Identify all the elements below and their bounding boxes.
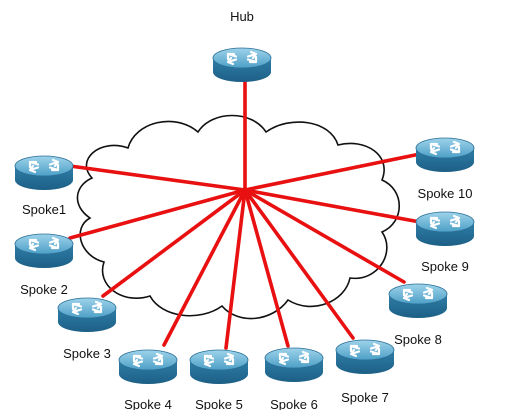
spoke-label: Spoke 4 (124, 397, 172, 410)
router-icon (263, 346, 325, 384)
spoke-label: Spoke1 (22, 202, 66, 217)
spoke-router-1[interactable]: Spoke1 (13, 154, 75, 217)
router-icon (211, 46, 273, 84)
spoke-label: Spoke 9 (421, 259, 469, 274)
spoke-router-2[interactable]: Spoke 2 (13, 232, 75, 297)
spoke-label: Spoke 7 (341, 390, 389, 405)
spoke-router-6[interactable]: Spoke 6 (263, 346, 325, 410)
spoke-router-10[interactable]: Spoke 10 (414, 136, 476, 201)
spoke-router-8[interactable]: Spoke 8 (387, 282, 449, 347)
spoke-link-8 (243, 188, 406, 284)
spoke-label: Spoke 10 (418, 186, 473, 201)
spoke-link-5 (224, 188, 247, 350)
router-icon (414, 210, 476, 248)
router-icon (334, 338, 396, 376)
router-icon (56, 296, 118, 334)
hub-label: Hub (230, 9, 254, 24)
spoke-label: Spoke 6 (270, 397, 318, 410)
spoke-router-5[interactable]: Spoke 5 (188, 348, 250, 410)
router-icon (188, 348, 250, 386)
spoke-link-3 (101, 188, 247, 298)
router-icon (13, 232, 75, 270)
spoke-router-7[interactable]: Spoke 7 (334, 338, 396, 405)
spoke-link-1 (68, 164, 247, 192)
wan-cloud (76, 114, 401, 320)
spoke-link-6 (243, 188, 290, 348)
spoke-router-3[interactable]: Spoke 3 (56, 296, 118, 361)
spoke-link-2 (68, 188, 247, 240)
spoke-router-4[interactable]: Spoke 4 (117, 348, 179, 410)
spoke-label: Spoke 3 (63, 346, 111, 361)
router-icon (117, 348, 179, 386)
spoke-link-10 (243, 152, 422, 192)
router-icon (414, 136, 476, 174)
spoke-label: Spoke 2 (20, 282, 68, 297)
spoke-label: Spoke 8 (394, 332, 442, 347)
spoke-link-9 (243, 188, 422, 224)
spoke-label: Spoke 5 (195, 397, 243, 410)
spoke-link-7 (243, 188, 355, 340)
spoke-router-9[interactable]: Spoke 9 (414, 210, 476, 274)
spoke-link-4 (162, 188, 247, 347)
router-icon (387, 282, 449, 320)
hub-router[interactable]: Hub (211, 9, 273, 84)
links-layer (68, 78, 422, 350)
router-icon (13, 154, 75, 192)
